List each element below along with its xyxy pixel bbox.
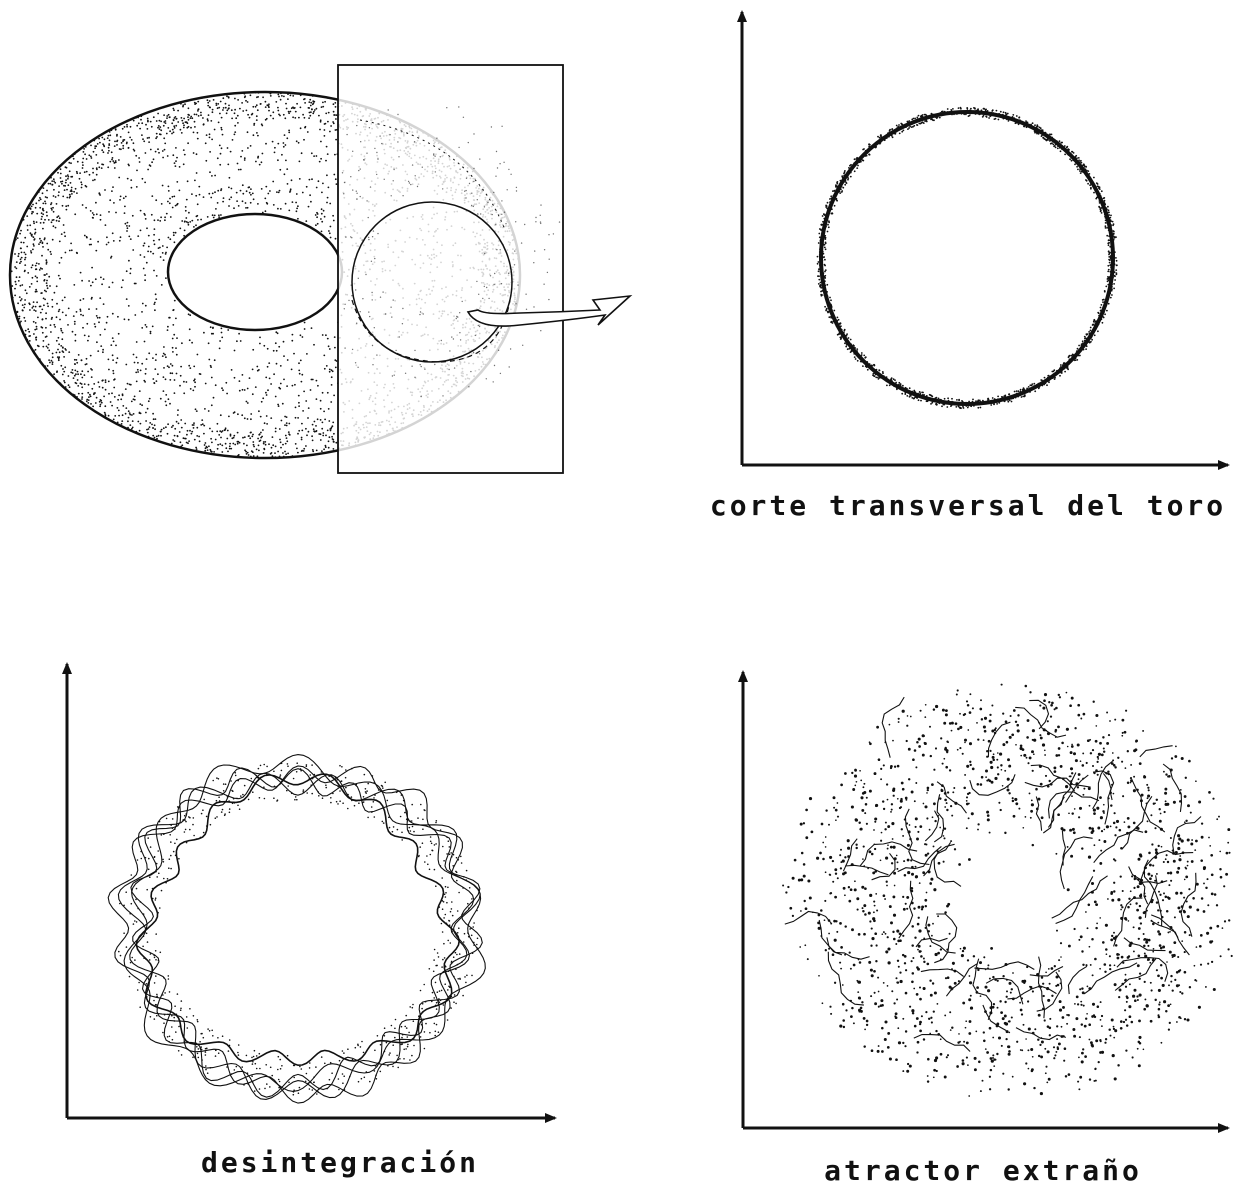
strange-attractor-panel: atractor extraño [743,672,1235,1186]
cross-section-caption: corte transversal del toro [710,489,1226,522]
cross-section-circle [821,112,1113,404]
torus-panel [10,65,630,473]
strange-attractor-caption: atractor extraño [824,1154,1142,1186]
disintegration-caption: desintegración [201,1146,479,1179]
cutting-plane [338,65,563,473]
attractor-cloud [782,684,1235,1097]
wavy-ring [108,755,485,1104]
disintegration-panel: desintegración [67,664,555,1179]
cross-section-panel: corte transversal del toro [710,12,1228,522]
torus-hole-edge [168,214,342,330]
cross-section-ring [817,107,1118,409]
